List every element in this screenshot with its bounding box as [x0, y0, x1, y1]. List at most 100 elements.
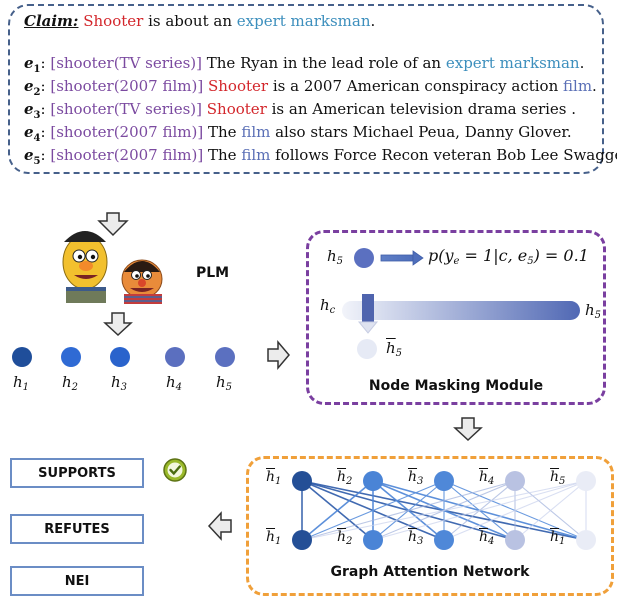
prob-rest: = 1|c, e	[459, 246, 528, 265]
down-arrow-icon	[97, 212, 129, 237]
h5-node	[354, 248, 374, 268]
gat-edge	[301, 480, 516, 541]
supports-label: SUPPORTS	[10, 458, 144, 488]
plm-label: PLM	[196, 265, 230, 281]
hc-sub: c	[329, 305, 336, 316]
claim-line: Claim: Shooter is about an expert marksm…	[24, 12, 375, 30]
claim-end: .	[370, 12, 376, 30]
gat-top-node	[363, 471, 383, 491]
gat-top-label: h5	[550, 469, 566, 487]
bar-h5-label: h5	[585, 301, 601, 321]
evidence-text: The	[203, 123, 242, 141]
evidence-text: The	[203, 146, 242, 164]
evidence-text: also stars Michael Peua, Danny Glover.	[270, 123, 572, 141]
evidence-id: e1	[24, 54, 41, 75]
prob-end: ) = 0.1	[533, 246, 589, 265]
claim-mid: is about an	[143, 12, 237, 30]
claim-object: expert marksman	[236, 12, 371, 30]
claim-evidence-box: Claim: Shooter is about an expert marksm…	[8, 4, 617, 174]
evidence-line: e4: [shooter(2007 film)] The film also s…	[24, 123, 572, 144]
masked-h5-sub: 5	[395, 348, 403, 359]
gat-edge	[301, 480, 445, 541]
bar-h5-sub: 5	[594, 310, 602, 321]
hidden-node-row	[12, 347, 235, 367]
evidence-entity-tag: [shooter(2007 film)]	[50, 123, 204, 141]
gat-edge	[514, 480, 587, 541]
gat-nodes	[292, 471, 596, 550]
bert-character-icon	[62, 231, 108, 303]
hidden-node-h2	[61, 347, 81, 367]
gat-edge	[372, 480, 587, 541]
claim-subject: Shooter	[83, 12, 144, 30]
gat-edge	[443, 480, 587, 541]
mask-down-arrow	[357, 294, 379, 334]
hidden-node-label: h4	[166, 373, 183, 393]
down-arrow-icon	[453, 417, 483, 442]
gat-bottom-node	[292, 530, 312, 550]
hidden-node-label: h1	[13, 373, 30, 393]
evidence-line: e1: [shooter(TV series)] The Ryan in the…	[24, 54, 585, 75]
nei-label: NEI	[10, 566, 144, 596]
hidden-node-h4	[165, 347, 185, 367]
mask-h5-sub: 5	[336, 256, 344, 267]
bar-h5-text: h	[585, 301, 595, 319]
evidence-entity-tag: [shooter(2007 film)]	[50, 146, 204, 164]
check-icon	[163, 458, 187, 482]
gat-top-node	[292, 471, 312, 491]
graph-attention-network	[246, 456, 614, 596]
right-arrow-icon	[267, 339, 290, 371]
evidence-id: e5	[24, 146, 41, 167]
masked-h5-text: h	[386, 339, 396, 357]
claim-label: Claim:	[24, 12, 79, 30]
mask-h5-label: h5	[327, 247, 343, 267]
evidence-line: e3: [shooter(TV series)] Shooter is an A…	[24, 100, 577, 121]
left-arrow-icon	[207, 511, 232, 541]
gat-bottom-node	[363, 530, 383, 550]
evidence-text: film	[241, 123, 271, 141]
evidence-text: is an American television drama series .	[266, 100, 577, 118]
down-arrow-icon	[103, 312, 133, 337]
refutes-label: REFUTES	[10, 514, 144, 544]
gat-title: Graph Attention Network	[330, 564, 530, 580]
hidden-node-h3	[110, 347, 130, 367]
ernie-character-icon	[121, 259, 163, 304]
hidden-node-label: h5	[216, 373, 233, 393]
arrow-to-probability	[380, 250, 424, 266]
masked-h5-node	[357, 339, 377, 359]
gat-edge	[301, 480, 587, 541]
prob-sub2: 5	[527, 256, 534, 267]
gat-top-label: h1	[266, 469, 282, 487]
evidence-text: .	[592, 77, 597, 95]
evidence-text: Shooter	[208, 77, 269, 95]
interpolation-bar	[342, 301, 580, 320]
hidden-node-label: h2	[62, 373, 79, 393]
prob-sub: e	[453, 256, 460, 267]
gat-bottom-node	[505, 530, 525, 550]
gat-bottom-label: h1	[266, 529, 282, 547]
evidence-text: film	[563, 77, 593, 95]
mask-h5-text: h	[327, 247, 337, 265]
evidence-id: e3	[24, 100, 41, 121]
evidence-id: e4	[24, 123, 41, 144]
masked-h5-label: h5	[386, 339, 402, 359]
gat-bottom-node	[434, 530, 454, 550]
gat-top-node	[505, 471, 525, 491]
evidence-text: expert marksman	[445, 54, 580, 72]
gat-edge	[301, 480, 374, 541]
evidence-line: e2: [shooter(2007 film)] Shooter is a 20…	[24, 77, 597, 98]
evidence-text: Shooter	[206, 100, 267, 118]
probability-expression: p(ye = 1|c, e5) = 0.1	[428, 246, 589, 267]
gat-top-label: h4	[479, 469, 495, 487]
gat-bottom-node	[576, 530, 596, 550]
node-masking-title: Node Masking Module	[368, 378, 544, 394]
prob-text: p(y	[428, 246, 454, 265]
gat-bottom-label: h4	[479, 529, 495, 547]
evidence-entity-tag: [shooter(2007 film)]	[50, 77, 204, 95]
node-masking-module	[306, 230, 606, 405]
evidence-entity-tag: [shooter(TV series)]	[50, 100, 202, 118]
gat-bottom-label: h2	[337, 529, 353, 547]
evidence-text: film	[241, 146, 271, 164]
evidence-text: follows Force Recon veteran Bob Lee Swag…	[270, 146, 617, 164]
evidence-line: e5: [shooter(2007 film)] The film follow…	[24, 146, 617, 167]
